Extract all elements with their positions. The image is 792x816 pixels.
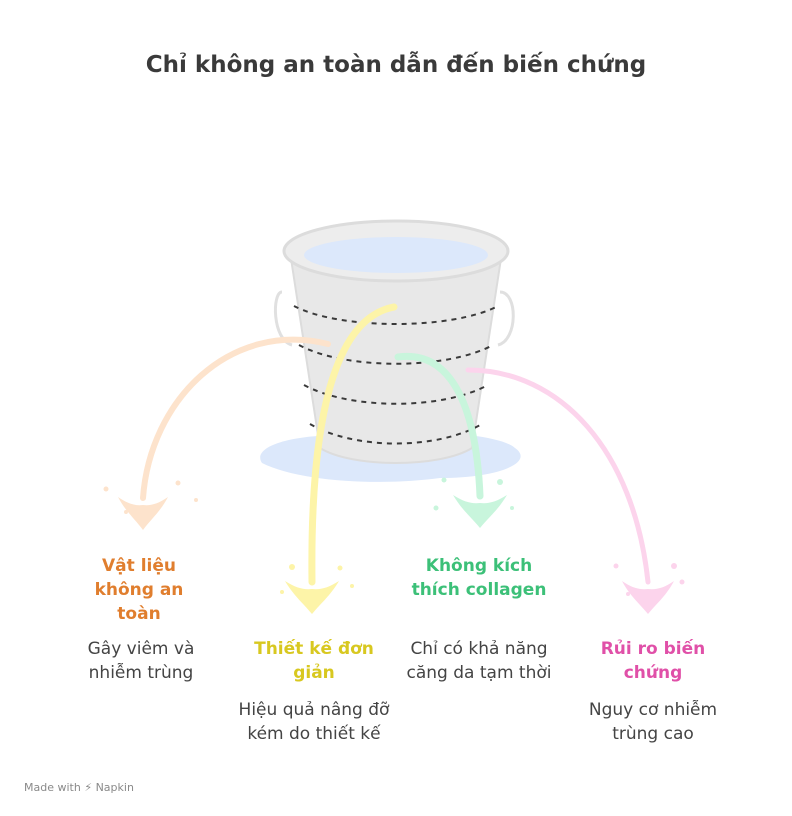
page-title: Chỉ không an toàn dẫn đến biến chứng bbox=[145, 52, 647, 78]
footer-credit: Made with ⚡︎ Napkin bbox=[24, 781, 134, 794]
leak-stream-orange bbox=[103, 336, 331, 530]
item-title-unsafe-material: Vật liệu không an toàn bbox=[94, 556, 184, 624]
footer-brand: Napkin bbox=[95, 781, 134, 794]
item-desc-simple-design: Hiệu quả nâng đỡ kém do thiết kế bbox=[238, 700, 390, 744]
bucket-water bbox=[304, 237, 488, 273]
bucket-band-1 bbox=[293, 305, 499, 325]
item-title-simple-design: Thiết kế đơn giản bbox=[254, 639, 374, 683]
item-desc-complication-risk: Nguy cơ nhiễm trùng cao bbox=[588, 700, 718, 744]
leak-stream-green bbox=[394, 352, 514, 528]
item-desc-unsafe-material: Gây viêm và nhiễm trùng bbox=[87, 639, 195, 683]
item-title-complication-risk: Rủi ro biến chứng bbox=[600, 639, 706, 683]
leak-stream-pink bbox=[465, 367, 685, 614]
napkin-logo-icon: ⚡︎ bbox=[84, 781, 93, 794]
bucket-band-3 bbox=[303, 384, 489, 405]
leak-stream-yellow bbox=[280, 303, 398, 614]
item-title-no-collagen: Không kích thích collagen bbox=[411, 556, 547, 600]
item-desc-no-collagen: Chỉ có khả năng căng da tạm thời bbox=[406, 639, 552, 683]
bucket-band-2 bbox=[298, 344, 494, 365]
footer-made-with: Made with bbox=[24, 781, 81, 794]
